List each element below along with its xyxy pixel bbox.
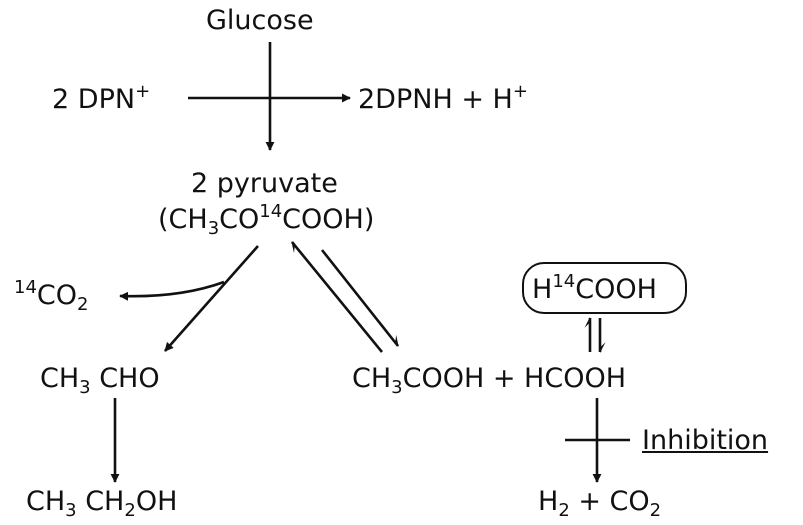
formula-part: CO [219,204,260,235]
subscript: 2 [649,500,662,521]
isotope-superscript: 14 [259,201,283,222]
formula-part: CO [36,280,78,311]
arrow-pyruvate-to-acetaldehyde [164,245,259,352]
dpn-plus-label: 2 DPN+ [52,83,150,115]
pyruvate-label: 2 pyruvate [191,168,338,199]
formula-part: CH [352,363,392,394]
dpnh-text: 2DPNH + H [358,84,513,115]
arrow-acetate-to-pyruvate [290,241,384,353]
formula-part: CH [40,363,80,394]
isotope-superscript: 14 [14,277,37,298]
h14cooh-label: H14COOH [532,273,657,305]
subscript: 2 [77,294,89,315]
formula-part: OH [135,486,178,517]
inhibition-label: Inhibition [642,425,769,456]
isotope-superscript: 14 [552,271,576,292]
subscript: 2 [558,500,570,521]
subscript: 3 [207,218,220,239]
acetaldehyde-label: CH3 CHO [40,363,160,397]
formula-part: COOH [575,274,657,305]
formula-part: CH [76,486,125,517]
formula-part: + CO [569,486,650,517]
dpn-charge: + [135,81,151,102]
arrow-to-co2 [119,280,225,301]
formula-part: H [532,274,553,305]
formula-part: COOH) [282,204,375,235]
formula-part: COOH + HCOOH [402,363,627,394]
subscript: 3 [65,500,77,521]
subscript: 3 [391,377,403,398]
ethanol-label: CH3 CH2OH [26,486,178,520]
glucose-label: Glucose [206,5,314,36]
arrow-pyruvate-to-acetate [320,249,400,347]
h2-co2-label: H2 + CO2 [538,486,661,520]
formula-part: CH [26,486,66,517]
formula-part: H [538,486,559,517]
subscript: 2 [124,500,136,521]
dpn-coefficient: 2 [52,84,70,115]
dpnh-label: 2DPNH + H+ [358,83,528,115]
pyruvate-formula: (CH3CO14COOH) [158,203,375,238]
co2-14-label: 14CO2 [14,279,88,314]
dpn-text: DPN [77,84,136,115]
formula-part: (CH [158,204,208,235]
formula-part: CHO [90,363,160,394]
h-charge: + [512,81,528,102]
subscript: 3 [79,377,91,398]
h14cooh-box [522,262,687,314]
acetate-formate-label: CH3COOH + HCOOH [352,363,627,397]
